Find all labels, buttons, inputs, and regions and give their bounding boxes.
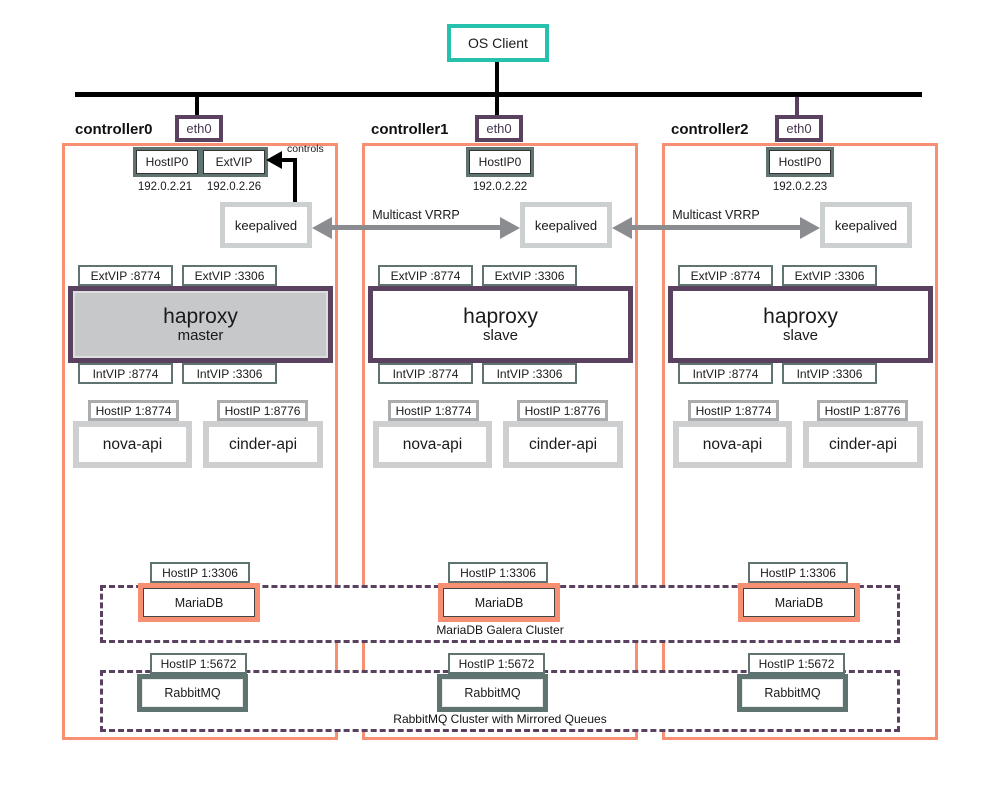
eth0-box-controller2: eth0 bbox=[775, 115, 823, 142]
eth0-connector-controller1 bbox=[495, 97, 499, 116]
mariadb-box-controller2: MariaDB bbox=[738, 583, 860, 622]
haproxy-title: haproxy bbox=[163, 304, 238, 328]
service-port-label: HostIP 1:8776 bbox=[817, 400, 908, 421]
controller0-box bbox=[62, 143, 338, 740]
haproxy-title: haproxy bbox=[763, 304, 838, 328]
hostip0-cell: HostIP0 bbox=[136, 150, 198, 174]
eth0-box-controller1: eth0 bbox=[475, 115, 523, 142]
controller2-box bbox=[662, 143, 938, 740]
extvip-port-label: ExtVIP :3306 bbox=[482, 265, 577, 286]
rabbitmq-box-controller0: RabbitMQ bbox=[137, 674, 248, 712]
vrrp-arrowhead-right bbox=[800, 217, 820, 239]
rabbitmq-cluster-caption: RabbitMQ Cluster with Mirrored Queues bbox=[393, 712, 607, 726]
mariadb-port-label: HostIP 1:3306 bbox=[448, 562, 548, 583]
hostip0-cell: HostIP0 bbox=[469, 150, 531, 174]
hostip0-cell: HostIP0 bbox=[769, 150, 831, 174]
extvip-address-controller0: 192.0.2.26 bbox=[206, 181, 262, 193]
service-port-label: HostIP 1:8776 bbox=[517, 400, 608, 421]
keepalived-box-controller2: keepalived bbox=[820, 202, 912, 248]
eth0-label: eth0 bbox=[786, 121, 812, 136]
mariadb-port-label: HostIP 1:3306 bbox=[150, 562, 250, 583]
hostip-address-controller2: 192.0.2.23 bbox=[772, 181, 828, 193]
os-client-box: OS Client bbox=[447, 24, 549, 62]
service-port-label: HostIP 1:8774 bbox=[688, 400, 779, 421]
eth0-connector-controller2 bbox=[795, 97, 799, 116]
eth0-connector-controller0 bbox=[195, 97, 199, 116]
hostip-address-controller0: 192.0.2.21 bbox=[137, 181, 193, 193]
rabbitmq-box-controller1: RabbitMQ bbox=[437, 674, 548, 712]
hostip-group-controller2: HostIP0 bbox=[766, 147, 834, 177]
network-bus-line bbox=[75, 92, 922, 97]
controller0-label: controller0 bbox=[75, 121, 153, 138]
hostip-address-controller1: 192.0.2.22 bbox=[472, 181, 528, 193]
extvip-port-label: ExtVIP :8774 bbox=[378, 265, 473, 286]
vrrp-arrowhead-right bbox=[500, 217, 520, 239]
controls-label: controls bbox=[287, 143, 324, 155]
vrrp-arrow-2 bbox=[612, 217, 820, 239]
service-port-label: HostIP 1:8774 bbox=[388, 400, 479, 421]
controller1-label: controller1 bbox=[371, 121, 449, 138]
vrrp-label-2: Multicast VRRP bbox=[672, 208, 760, 222]
controls-arrow-vertical bbox=[293, 158, 297, 203]
haproxy-title: haproxy bbox=[463, 304, 538, 328]
extvip-cell: ExtVIP bbox=[203, 150, 265, 174]
rabbitmq-port-label: HostIP 1:5672 bbox=[448, 653, 545, 674]
controller2-label: controller2 bbox=[671, 121, 749, 138]
rabbitmq-box-controller2: RabbitMQ bbox=[737, 674, 848, 712]
mariadb-box-controller1: MariaDB bbox=[438, 583, 560, 622]
vrrp-arrow-shaft bbox=[330, 225, 502, 230]
nova-api-box: nova-api bbox=[73, 421, 192, 468]
intvip-port-label: IntVIP :8774 bbox=[378, 363, 473, 384]
vrrp-label-1: Multicast VRRP bbox=[372, 208, 460, 222]
rabbitmq-port-label: HostIP 1:5672 bbox=[748, 653, 845, 674]
intvip-port-label: IntVIP :3306 bbox=[782, 363, 877, 384]
extvip-port-label: ExtVIP :8774 bbox=[678, 265, 773, 286]
keepalived-box-controller1: keepalived bbox=[520, 202, 612, 248]
intvip-port-label: IntVIP :3306 bbox=[482, 363, 577, 384]
nova-api-box: nova-api bbox=[373, 421, 492, 468]
keepalived-label: keepalived bbox=[834, 217, 898, 233]
haproxy-role: slave bbox=[782, 326, 819, 344]
keepalived-box-controller0: keepalived bbox=[220, 202, 312, 248]
intvip-port-label: IntVIP :8774 bbox=[678, 363, 773, 384]
mariadb-box-controller0: MariaDB bbox=[138, 583, 260, 622]
extvip-port-label: ExtVIP :3306 bbox=[782, 265, 877, 286]
cinder-api-box: cinder-api bbox=[203, 421, 323, 468]
haproxy-role: slave bbox=[482, 326, 519, 344]
vrrp-arrow-shaft bbox=[630, 225, 802, 230]
mariadb-port-label: HostIP 1:3306 bbox=[748, 562, 848, 583]
os-client-label: OS Client bbox=[468, 35, 528, 51]
controller1-box bbox=[362, 143, 638, 740]
controls-arrow-horizontal bbox=[281, 158, 297, 162]
rabbitmq-port-label: HostIP 1:5672 bbox=[150, 653, 247, 674]
nova-api-box: nova-api bbox=[673, 421, 792, 468]
galera-cluster-caption: MariaDB Galera Cluster bbox=[436, 623, 564, 637]
haproxy-box-controller0: haproxy master bbox=[68, 286, 333, 363]
haproxy-role: master bbox=[177, 326, 224, 344]
extvip-port-label: ExtVIP :3306 bbox=[182, 265, 277, 286]
cinder-api-box: cinder-api bbox=[503, 421, 623, 468]
service-port-label: HostIP 1:8776 bbox=[217, 400, 308, 421]
vrrp-arrowhead-left bbox=[612, 217, 632, 239]
hostip-group-controller1: HostIP0 bbox=[466, 147, 534, 177]
haproxy-box-controller2: haproxy slave bbox=[668, 286, 933, 363]
service-port-label: HostIP 1:8774 bbox=[88, 400, 179, 421]
keepalived-label: keepalived bbox=[534, 217, 598, 233]
extvip-port-label: ExtVIP :8774 bbox=[78, 265, 173, 286]
eth0-label: eth0 bbox=[186, 121, 212, 136]
os-client-connector-line bbox=[495, 62, 499, 92]
vrrp-arrowhead-left bbox=[312, 217, 332, 239]
controls-arrowhead bbox=[266, 151, 282, 169]
eth0-label: eth0 bbox=[486, 121, 512, 136]
eth0-box-controller0: eth0 bbox=[175, 115, 223, 142]
vrrp-arrow-1 bbox=[312, 217, 520, 239]
intvip-port-label: IntVIP :3306 bbox=[182, 363, 277, 384]
intvip-port-label: IntVIP :8774 bbox=[78, 363, 173, 384]
hostip-group-controller0: HostIP0 ExtVIP bbox=[133, 147, 268, 177]
cinder-api-box: cinder-api bbox=[803, 421, 923, 468]
haproxy-box-controller1: haproxy slave bbox=[368, 286, 633, 363]
keepalived-label: keepalived bbox=[234, 217, 298, 233]
